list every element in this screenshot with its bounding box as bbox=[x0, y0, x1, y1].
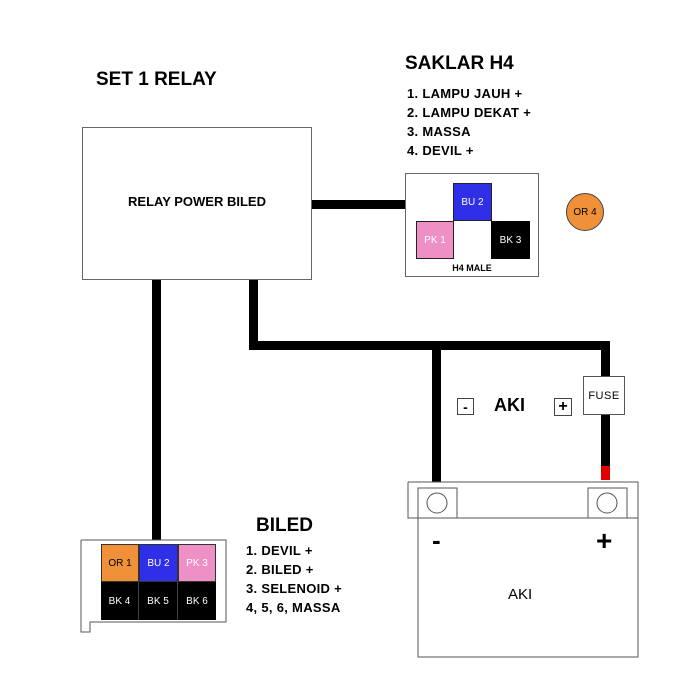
biled-list-item: 1. DEVIL + bbox=[246, 543, 313, 558]
saklar-list-item: 3. MASSA bbox=[407, 124, 471, 139]
h4-connector-label: H4 MALE bbox=[452, 263, 492, 273]
h4-pin-pk1: PK 1 bbox=[416, 221, 454, 259]
biled-title: BILED bbox=[256, 515, 313, 536]
saklar-list: 1. LAMPU JAUH + 2. LAMPU DEKAT + 3. MASS… bbox=[407, 84, 531, 160]
h4-pin-bk3: BK 3 bbox=[491, 221, 530, 259]
biled-list-item: 4, 5, 6, MASSA bbox=[246, 600, 341, 615]
set-title: SET 1 RELAY bbox=[96, 69, 217, 90]
aki-plus-sign: + bbox=[554, 398, 572, 416]
wire-to-fuse bbox=[601, 341, 610, 377]
battery-terminal-plus-label: + bbox=[596, 525, 613, 556]
wire-red-segment bbox=[601, 466, 610, 480]
h4-connector: BU 2 PK 1 BK 3 H4 MALE bbox=[405, 173, 539, 277]
wire-relay-down bbox=[249, 279, 258, 348]
saklar-list-item: 1. LAMPU JAUH + bbox=[407, 86, 523, 101]
wire-to-aki-minus bbox=[432, 341, 441, 482]
relay-box: RELAY POWER BILED bbox=[82, 127, 312, 280]
fuse: FUSE bbox=[583, 376, 625, 415]
wire-horizontal-bus bbox=[249, 341, 610, 350]
biled-list-item: 2. BILED + bbox=[246, 562, 314, 577]
or4-pin: OR 4 bbox=[566, 193, 604, 231]
battery-label: AKI bbox=[508, 586, 533, 603]
saklar-list-item: 2. LAMPU DEKAT + bbox=[407, 105, 532, 120]
biled-pin-pk3: PK 3 bbox=[178, 544, 216, 582]
aki-minus-sign: - bbox=[457, 398, 474, 415]
biled-pin-bu2: BU 2 bbox=[139, 544, 178, 582]
biled-pin-or1: OR 1 bbox=[101, 544, 139, 582]
battery-terminal-minus-label: - bbox=[432, 525, 441, 555]
h4-pin-bu2: BU 2 bbox=[453, 183, 492, 221]
wire-relay-to-biled bbox=[152, 279, 161, 540]
biled-pin-bk6: BK 6 bbox=[178, 582, 216, 620]
relay-label: RELAY POWER BILED bbox=[128, 194, 266, 209]
wire-fuse-to-aki-plus bbox=[601, 414, 610, 468]
biled-pin-bk4: BK 4 bbox=[101, 582, 139, 620]
saklar-title: SAKLAR H4 bbox=[405, 53, 514, 74]
biled-list: 1. DEVIL + 2. BILED + 3. SELENOID + 4, 5… bbox=[246, 541, 342, 617]
saklar-list-item: 4. DEVIL + bbox=[407, 143, 474, 158]
biled-list-item: 3. SELENOID + bbox=[246, 581, 343, 596]
wire-relay-to-h4 bbox=[312, 200, 407, 209]
aki-title: AKI bbox=[494, 395, 525, 415]
biled-pin-bk5: BK 5 bbox=[139, 582, 178, 620]
